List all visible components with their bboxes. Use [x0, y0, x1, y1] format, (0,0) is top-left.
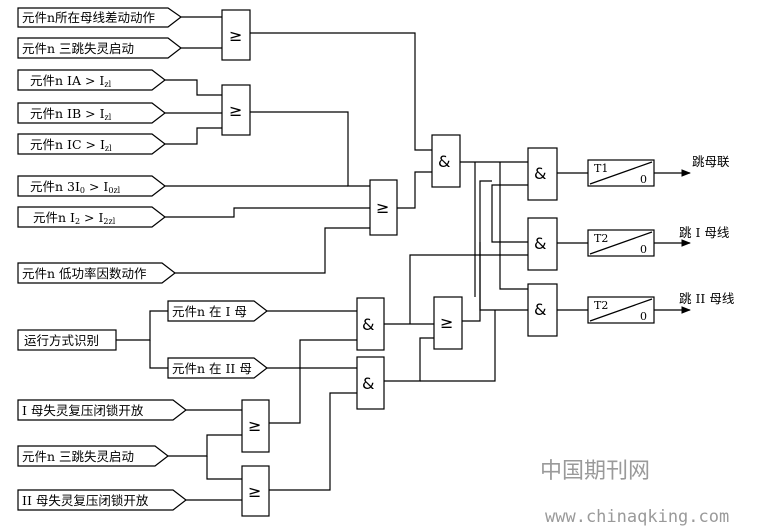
timer-t1: T1 0: [587, 159, 655, 187]
and-gate-3: &: [527, 217, 558, 271]
input-tag-bus2-voltage-unlock: II 母失灵复压闭锁开放: [17, 489, 187, 511]
input-tag-mode-recognition: 运行方式识别: [17, 329, 117, 351]
and-gate-5: &: [356, 297, 385, 351]
output-trip-coupler: 跳母联: [692, 154, 730, 169]
svg-text:≥: ≥: [229, 101, 242, 120]
svg-text:元件n IB > Izl: 元件n IB > Izl: [30, 106, 112, 122]
input-tag-in-bus-1: 元件n 在 I 母: [167, 300, 268, 322]
svg-text:元件n 三跳失灵启动: 元件n 三跳失灵启动: [22, 41, 134, 56]
or-gate-1: ≥: [221, 9, 251, 61]
svg-text:元件n I2 > I2zl: 元件n I2 > I2zl: [33, 210, 116, 226]
svg-text:T2: T2: [594, 299, 608, 312]
svg-text:≥: ≥: [229, 26, 242, 45]
input-tag-ia: 元件n IA > Izl: [17, 69, 166, 91]
input-tag-in-bus-2: 元件n 在 II 母: [167, 357, 268, 379]
svg-text:元件n IC > Izl: 元件n IC > Izl: [30, 137, 112, 153]
watermark-cn: 中国期刊网: [540, 459, 650, 484]
or-gate-3: ≥: [369, 179, 398, 236]
svg-text:I 母失灵复压闭锁开放: I 母失灵复压闭锁开放: [22, 403, 144, 418]
input-tag-i2: 元件n I2 > I2zl: [17, 206, 166, 228]
svg-text:&: &: [362, 374, 374, 393]
svg-text:0: 0: [640, 310, 647, 323]
timer-t2-bus2: T2 0: [587, 296, 655, 324]
svg-text:≥: ≥: [248, 482, 261, 501]
svg-text:T2: T2: [594, 232, 608, 245]
watermark-url: www.chinaqking.com: [545, 507, 729, 527]
or-gate-2: ≥: [221, 84, 251, 136]
svg-text:元件n所在母线差动动作: 元件n所在母线差动动作: [22, 10, 156, 25]
and-gate-4: &: [527, 283, 558, 337]
svg-text:元件n 低功率因数动作: 元件n 低功率因数动作: [22, 266, 147, 281]
svg-text:运行方式识别: 运行方式识别: [24, 333, 99, 348]
input-tag-ic: 元件n IC > Izl: [17, 133, 166, 155]
svg-text:元件n 在 I 母: 元件n 在 I 母: [172, 304, 247, 319]
or-gate-6: ≥: [241, 465, 270, 517]
timers: T1 0 T2 0 T2 0: [587, 159, 655, 324]
svg-text:&: &: [534, 164, 546, 183]
svg-text:元件n 三跳失灵启动: 元件n 三跳失灵启动: [22, 449, 134, 464]
input-tag-three-phase-start-1: 元件n 三跳失灵启动: [17, 37, 182, 59]
svg-text:元件n 在 II 母: 元件n 在 II 母: [172, 361, 252, 376]
input-tag-ib: 元件n IB > Izl: [17, 102, 166, 124]
input-tags: 元件n所在母线差动动作 元件n 三跳失灵启动 元件n IA > Izl 元件n …: [17, 7, 268, 511]
svg-text:&: &: [362, 315, 374, 334]
gates: ≥ ≥ ≥ & & & & ≥: [221, 9, 558, 517]
or-gate-5: ≥: [241, 399, 270, 453]
input-tag-bus1-voltage-unlock: I 母失灵复压闭锁开放: [17, 399, 187, 421]
output-trip-bus-2: 跳 II 母线: [679, 291, 735, 306]
outputs: 跳母联 跳 I 母线 跳 II 母线: [679, 154, 735, 306]
svg-text:&: &: [534, 300, 546, 319]
output-trip-bus-1: 跳 I 母线: [679, 225, 730, 240]
svg-text:元件n IA > Izl: 元件n IA > Izl: [30, 73, 112, 89]
and-gate-6: &: [356, 356, 385, 410]
svg-text:II 母失灵复压闭锁开放: II 母失灵复压闭锁开放: [22, 493, 149, 508]
svg-text:0: 0: [640, 243, 647, 256]
watermark: 中国期刊网 www.chinaqking.com: [540, 459, 729, 527]
input-tag-three-phase-start-2: 元件n 三跳失灵启动: [17, 445, 169, 467]
svg-text:0: 0: [640, 173, 647, 186]
input-tag-3i0: 元件n 3I0 > I0zl: [17, 175, 166, 197]
wires: [116, 16, 691, 501]
svg-text:元件n 3I0 > I0zl: 元件n 3I0 > I0zl: [30, 179, 121, 195]
svg-text:T1: T1: [594, 162, 608, 175]
svg-text:≥: ≥: [248, 416, 261, 435]
timer-t2-bus1: T2 0: [587, 229, 655, 257]
svg-text:&: &: [438, 152, 450, 171]
svg-text:≥: ≥: [440, 313, 453, 332]
and-gate-2: &: [527, 147, 558, 201]
or-gate-4: ≥: [433, 296, 463, 350]
input-tag-low-pf: 元件n 低功率因数动作: [17, 262, 176, 284]
input-tag-diff-action: 元件n所在母线差动动作: [17, 7, 183, 28]
svg-text:&: &: [534, 234, 546, 253]
and-gate-1: &: [431, 134, 461, 188]
svg-text:≥: ≥: [376, 198, 389, 217]
